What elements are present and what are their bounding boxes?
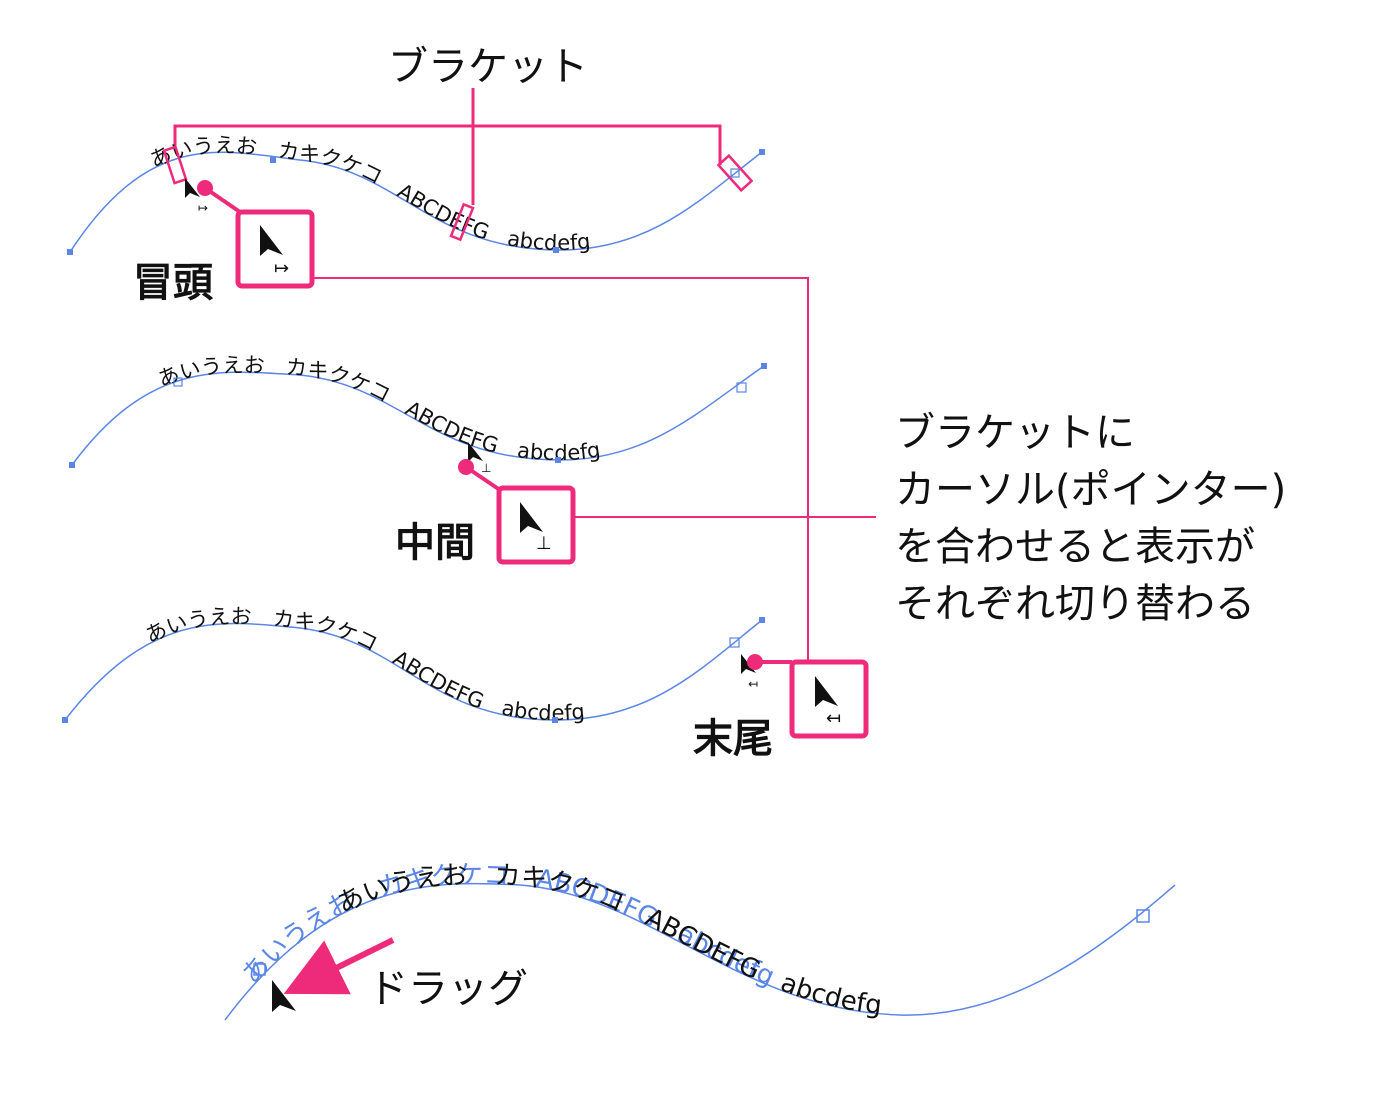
example-middle: あいうえお カキクケコ ABCDEFG abcdefg ⊥ ⊥ 中間 [69,353,767,566]
state-label-start: 冒頭 [133,260,214,306]
end-bracket-square [729,637,740,648]
connector-start-to-end [312,277,809,662]
anchor-point[interactable] [761,363,767,369]
middle-cursor-badge-icon: ⊥ [536,533,552,554]
anchor-point[interactable] [759,617,765,623]
drag-label: ドラッグ [368,966,528,1012]
anchor-point[interactable] [69,462,75,468]
drag-example: あいうえお カキクケコ ABCDEFG abcdefg あいうえお カキクケコ … [224,860,1176,1021]
note-line-4: それぞれ切り替わる [895,581,1255,627]
callout-leader [464,465,502,492]
anchor-point[interactable] [270,157,276,163]
anchor-point[interactable] [759,149,765,155]
drag-arrow-icon [283,937,395,995]
cursor-badge-icon: ↤ [748,677,758,691]
end-cursor-icon [815,676,838,707]
path-text-content: あいうえお カキクケコ ABCDEFG abcdefg [155,353,602,465]
anchor-point[interactable] [555,457,561,463]
example-end: あいうえお カキクケコ ABCDEFG abcdefg ↤ ↤ 末尾 [62,604,869,762]
bracket-handle-start[interactable] [162,145,188,185]
anchor-point[interactable] [67,249,73,255]
bracket-handle-end[interactable] [716,153,754,193]
state-label-middle: 中間 [395,520,475,566]
bracket-label: ブラケット [388,44,588,90]
drag-cursor-icon [272,980,296,1012]
note-connectors [312,277,876,662]
start-bracket-square [173,377,183,387]
end-cursor-badge-icon: ↤ [826,708,841,729]
bracket-handle-middle[interactable] [449,202,475,242]
cursor-icon [185,178,200,198]
path-text: あいうえお カキクケコ ABCDEFG abcdefg [142,604,586,725]
note-line-3: を合わせると表示が [895,524,1255,570]
state-label-end: 末尾 [693,716,773,762]
cursor-icon [468,442,483,462]
cursor-badge-icon: ↦ [198,201,208,215]
anchor-point[interactable] [552,717,558,723]
start-bracket-square[interactable] [253,963,266,976]
bracket-callout-frame [173,124,722,165]
callout-leader [203,186,242,214]
middle-cursor-icon [520,502,543,533]
start-cursor-badge-icon: ↦ [274,258,289,279]
path-text-content: あいうえお カキクケコ ABCDEFG abcdefg [142,604,586,725]
bracket-callout: ブラケット [173,44,722,205]
path-text: あいうえお カキクケコ ABCDEFG abcdefg [155,353,602,465]
end-bracket-square [730,168,740,178]
end-bracket-square[interactable] [1136,909,1150,923]
start-cursor-icon [260,225,283,256]
anchor-point[interactable] [62,717,68,723]
note-line-1: ブラケットに [895,410,1135,456]
anchor-point[interactable] [553,247,559,253]
cursor-badge-icon: ⊥ [481,461,491,475]
note-line-2: カーソル(ポインター) [895,467,1286,513]
explanation-note: ブラケットに カーソル(ポインター) を合わせると表示が それぞれ切り替わる [895,410,1286,627]
end-bracket-square [736,382,747,393]
example-start: あいうえお カキクケコ ABCDEFG abcdefg ↦ ↦ 冒頭 [67,133,765,306]
